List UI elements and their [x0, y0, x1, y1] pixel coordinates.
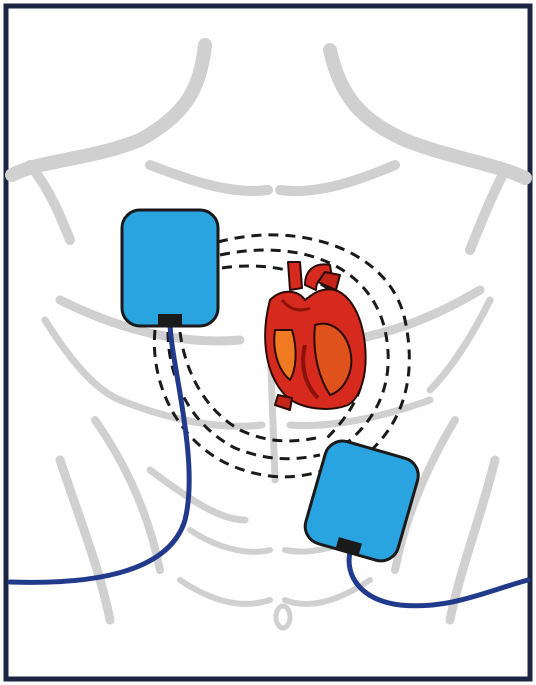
defibrillator-pad-upper-icon — [122, 210, 218, 326]
